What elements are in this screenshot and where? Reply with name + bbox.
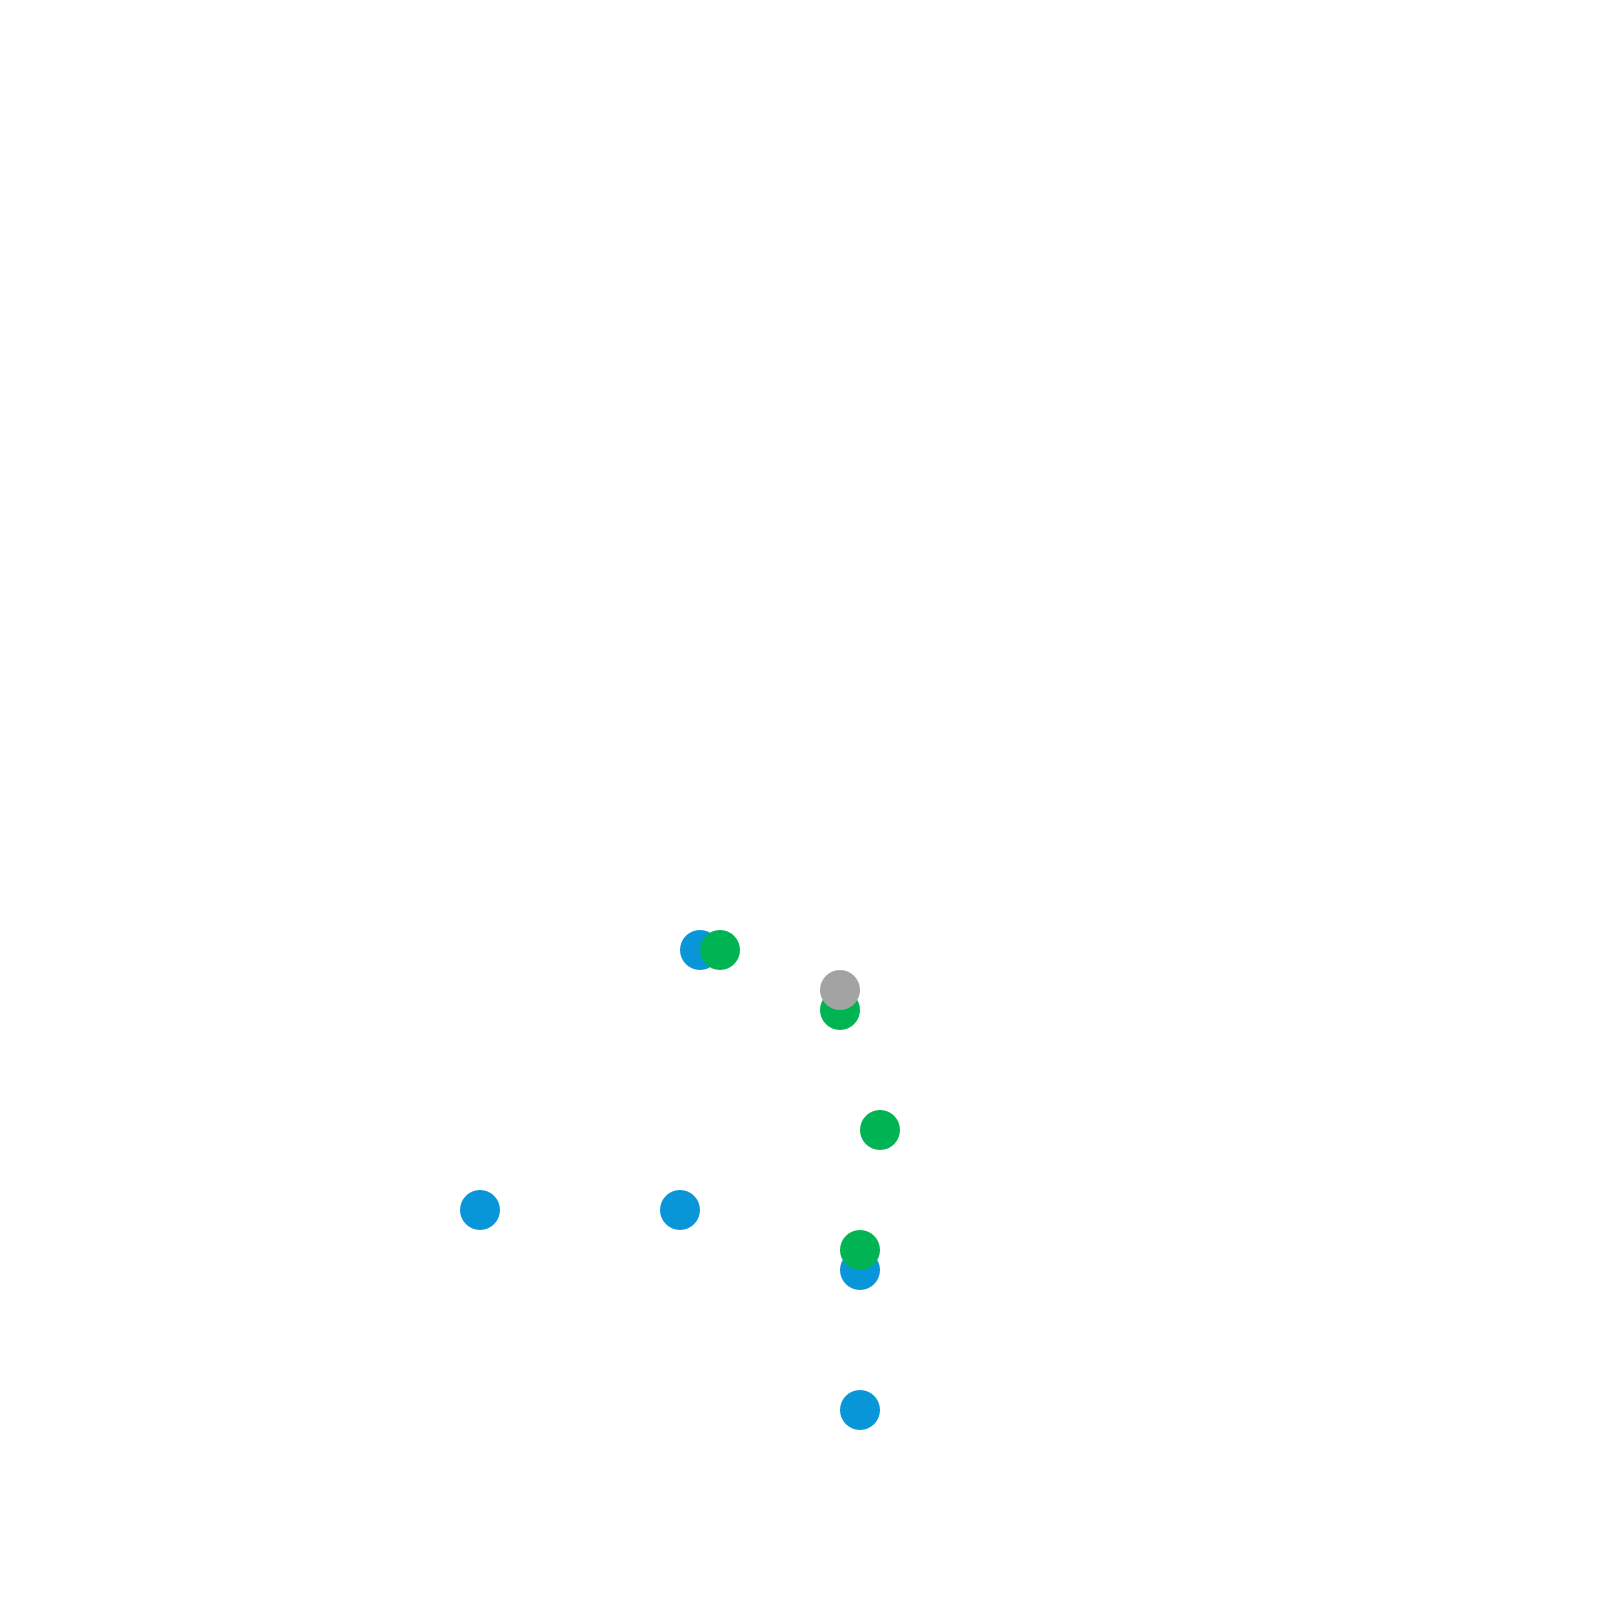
scatter-point-s0-p1 bbox=[460, 1190, 500, 1230]
points-layer bbox=[460, 930, 900, 1430]
scatter-point-s1-p3 bbox=[840, 1230, 880, 1270]
scatter-point-s0-p4 bbox=[840, 1390, 880, 1430]
scatter-point-s1-p0 bbox=[700, 930, 740, 970]
scatter-point-s1-p2 bbox=[860, 1110, 900, 1150]
scatter-point-s0-p2 bbox=[660, 1190, 700, 1230]
scatter-point-s2-p0 bbox=[820, 970, 860, 1010]
